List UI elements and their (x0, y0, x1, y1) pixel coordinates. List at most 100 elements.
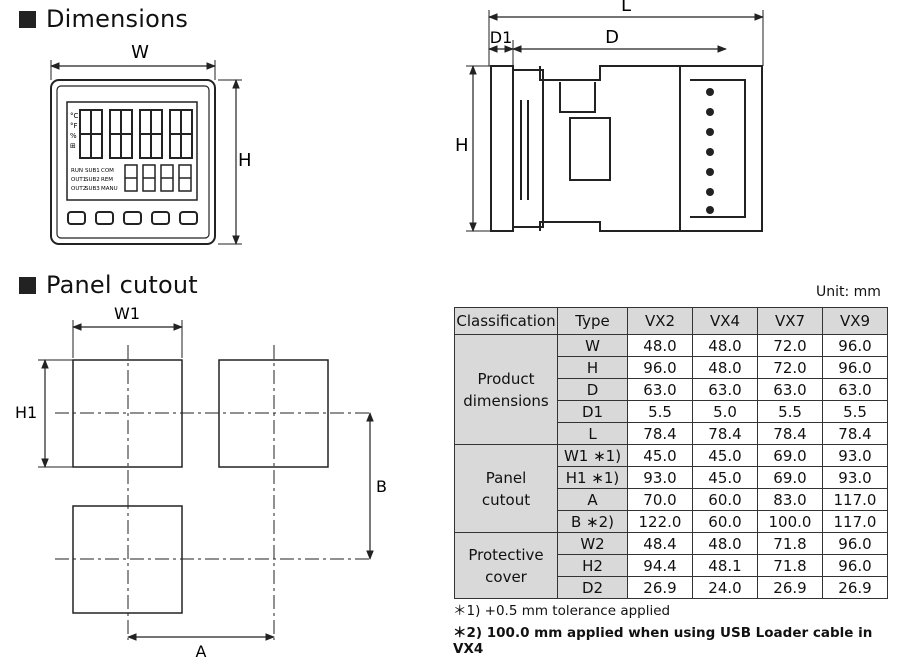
terminal-screws (706, 88, 714, 214)
value-cell: 78.4 (822, 422, 888, 445)
svg-text:REM: REM (101, 177, 113, 183)
dimensions-heading-text: Dimensions (46, 5, 189, 33)
length-label: L (621, 0, 631, 16)
b-label: B (376, 477, 387, 496)
segment-digit-1 (79, 109, 103, 159)
spec-table: Classification Type VX2 VX4 VX7 VX9 Prod… (454, 307, 888, 599)
type-cell: D1 (557, 400, 628, 423)
value-cell: 96.0 (822, 334, 888, 357)
svg-text:SUB1: SUB1 (85, 168, 100, 174)
value-cell: 71.8 (757, 532, 823, 555)
type-cell: W2 (557, 532, 628, 555)
w1-label: W1 (114, 304, 140, 323)
value-cell: 5.5 (822, 400, 888, 423)
classification-line: Panel (485, 468, 527, 487)
value-cell: 122.0 (627, 510, 693, 533)
value-cell: 94.4 (627, 554, 693, 577)
svg-text:OUT1: OUT1 (71, 177, 86, 183)
indicator-percent: % (70, 132, 77, 140)
classification-line: Protective (468, 545, 544, 564)
value-cell: 69.0 (757, 444, 823, 467)
type-cell: L (557, 422, 628, 445)
type-cell: D2 (557, 576, 628, 599)
value-cell: 45.0 (627, 444, 693, 467)
value-cell: 93.0 (822, 444, 888, 467)
svg-text:MANU: MANU (101, 186, 118, 192)
value-cell: 48.4 (627, 532, 693, 555)
classification-line: cover (485, 567, 527, 586)
unit-label: Unit: mm (816, 284, 881, 300)
segment-digit-2 (109, 109, 133, 159)
value-cell: 26.9 (822, 576, 888, 599)
value-cell: 60.0 (692, 488, 758, 511)
value-cell: 48.1 (692, 554, 758, 577)
panel-cutout-heading-text: Panel cutout (46, 271, 198, 299)
value-cell: 60.0 (692, 510, 758, 533)
header-classification: Classification (454, 307, 558, 335)
value-cell: 93.0 (822, 466, 888, 489)
value-cell: 96.0 (822, 532, 888, 555)
type-cell: D (557, 378, 628, 401)
value-cell: 71.8 (757, 554, 823, 577)
value-cell: 63.0 (627, 378, 693, 401)
value-cell: 24.0 (692, 576, 758, 599)
value-cell: 45.0 (692, 444, 758, 467)
value-cell: 26.9 (627, 576, 693, 599)
value-cell: 63.0 (757, 378, 823, 401)
note-usb-loader: ＊2) 100.0 mm applied when using USB Load… (453, 625, 873, 657)
classification-cell: Protective cover (454, 532, 558, 599)
type-cell: A (557, 488, 628, 511)
value-cell: 93.0 (627, 466, 693, 489)
svg-text:SUB3: SUB3 (85, 186, 100, 192)
value-cell: 26.9 (757, 576, 823, 599)
type-cell: H1 ∗1) (557, 466, 628, 489)
segment-digit-4 (169, 109, 193, 159)
svg-text:SUB2: SUB2 (85, 177, 100, 183)
heading-square-icon (19, 10, 36, 28)
type-cell: W1 ∗1) (557, 444, 628, 467)
front-width-label: W (131, 42, 149, 63)
value-cell: 48.0 (692, 356, 758, 379)
value-cell: 78.4 (627, 422, 693, 445)
type-cell: W (557, 334, 628, 357)
value-cell: 48.0 (627, 334, 693, 357)
front-buttons (67, 211, 198, 225)
type-cell: H (557, 356, 628, 379)
value-cell: 117.0 (822, 510, 888, 533)
depth-label: D (605, 27, 619, 48)
svg-text:RUN: RUN (71, 168, 83, 174)
header-vx4: VX4 (692, 307, 758, 335)
value-cell: 96.0 (822, 356, 888, 379)
indicator-other: ⊞ (70, 142, 76, 150)
value-cell: 78.4 (692, 422, 758, 445)
value-cell: 5.5 (627, 400, 693, 423)
value-cell: 117.0 (822, 488, 888, 511)
svg-text:OUT2: OUT2 (71, 186, 86, 192)
h1-label: H1 (15, 403, 37, 422)
header-vx9: VX9 (822, 307, 888, 335)
classification-line: dimensions (463, 391, 549, 410)
value-cell: 5.0 (692, 400, 758, 423)
side-height-label: H (455, 135, 469, 156)
value-cell: 96.0 (822, 554, 888, 577)
value-cell: 100.0 (757, 510, 823, 533)
header-vx2: VX2 (627, 307, 693, 335)
value-cell: 72.0 (757, 334, 823, 357)
panel-cutout-heading: Panel cutout (19, 271, 198, 299)
note-tolerance: ＊1) +0.5 mm tolerance applied (453, 603, 671, 619)
